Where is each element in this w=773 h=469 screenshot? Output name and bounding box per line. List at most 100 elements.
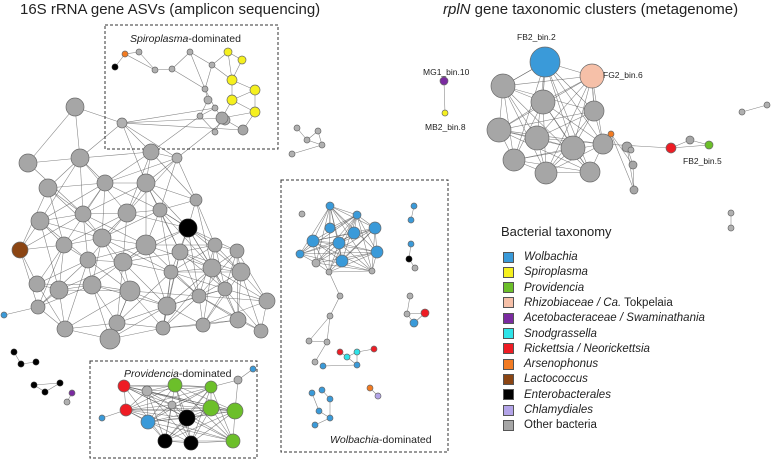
- network-node: [407, 240, 415, 248]
- network-node: [411, 264, 419, 272]
- network-edge: [291, 144, 323, 155]
- network-node: [335, 254, 349, 268]
- network-node: [119, 403, 133, 417]
- network-edge: [121, 117, 223, 124]
- network-edge: [147, 386, 212, 423]
- network-node: [30, 299, 46, 315]
- network-node: [171, 152, 183, 164]
- network-edge: [145, 182, 189, 229]
- legend-title: Bacterial taxonomy: [501, 224, 612, 239]
- network-edge: [502, 75, 593, 87]
- network-edge: [236, 250, 239, 321]
- network-edge: [150, 115, 201, 153]
- network-node: [627, 146, 635, 154]
- providencia-box-label: Providencia-dominated: [124, 368, 231, 380]
- rpln-gene-name: rplN: [443, 1, 471, 18]
- legend-label: Providencia: [524, 281, 585, 294]
- wolbachia-cluster-box: [280, 179, 449, 453]
- network-edge: [129, 290, 200, 297]
- network-edge: [236, 250, 268, 302]
- legend-label: Snodgrassella: [524, 327, 597, 340]
- amplicon-panel-title: 16S rRNA gene ASVs (amplicon sequencing): [20, 1, 321, 18]
- network-node: [490, 73, 516, 99]
- network-node: [119, 280, 141, 302]
- network-node: [237, 124, 249, 136]
- network-node: [17, 360, 25, 368]
- network-node: [370, 345, 378, 353]
- network-edge: [513, 61, 546, 161]
- network-edge: [328, 251, 378, 273]
- network-node: [98, 414, 106, 422]
- legend-item: Arsenophonus: [503, 357, 598, 371]
- network-edge: [138, 51, 156, 71]
- network-edge: [308, 315, 331, 342]
- legend-swatch: [503, 343, 514, 355]
- network-node: [178, 218, 198, 238]
- network-node: [727, 209, 735, 217]
- network-edge: [211, 267, 268, 302]
- network-edge: [36, 283, 66, 330]
- network-node: [249, 106, 261, 118]
- network-node: [163, 264, 179, 280]
- network-node: [326, 395, 334, 403]
- network-node: [113, 252, 133, 272]
- network-node: [403, 310, 411, 318]
- network-edge: [47, 187, 65, 246]
- network-edge: [328, 205, 331, 273]
- network-node: [229, 311, 247, 329]
- network-node: [217, 281, 233, 297]
- network-edge: [63, 212, 128, 246]
- node-label-fb2-bin2: FB2_bin.2: [517, 32, 556, 42]
- metagenome-panel-title: rplN gene taxonomic clusters (metagenome…: [443, 1, 738, 18]
- network-node: [38, 178, 58, 198]
- network-node: [151, 66, 159, 74]
- network-edge: [312, 227, 376, 242]
- network-node: [68, 389, 76, 397]
- network-edge: [179, 251, 226, 290]
- network-node: [56, 379, 64, 387]
- network-edge: [195, 199, 213, 269]
- network-node: [579, 63, 605, 89]
- network-node: [140, 414, 156, 430]
- node-label-mb2-bin8: MB2_bin.8: [425, 122, 466, 132]
- wolbachia-suffix: -dominated: [379, 434, 432, 446]
- network-edge: [176, 157, 197, 201]
- network-edge: [199, 115, 216, 133]
- network-edge: [356, 214, 373, 272]
- network-node: [738, 108, 746, 116]
- network-edge: [37, 244, 65, 308]
- legend-swatch: [503, 404, 514, 416]
- network-edge: [104, 182, 161, 211]
- network-node: [332, 236, 346, 250]
- network-edge: [498, 129, 591, 173]
- network-node: [191, 288, 207, 304]
- network-edge: [240, 271, 262, 332]
- network-edge: [171, 68, 206, 90]
- legend-item: Enterobacterales: [503, 388, 611, 402]
- network-node: [231, 262, 251, 282]
- legend-item: Chlamydiales: [503, 403, 593, 417]
- network-node: [30, 211, 50, 231]
- network-node: [324, 222, 336, 234]
- network-edge: [338, 242, 373, 272]
- network-node: [226, 402, 244, 420]
- legend-label: Rickettsia / Neorickettsia: [524, 342, 650, 355]
- network-node: [167, 377, 183, 393]
- network-node: [253, 323, 269, 339]
- legend-swatch: [503, 419, 514, 431]
- network-edge: [162, 267, 213, 329]
- network-node: [141, 385, 153, 397]
- node-label-mg1-bin10: MG1_bin.10: [423, 67, 470, 77]
- node-label-fb2-bin5: FB2_bin.5: [683, 156, 722, 166]
- network-node: [121, 50, 129, 58]
- wolbachia-genus: Wolbachia: [330, 434, 380, 446]
- network-edge: [542, 101, 591, 173]
- network-edge: [312, 205, 331, 242]
- network-edge: [147, 384, 176, 423]
- network-node: [665, 142, 677, 154]
- network-edge: [109, 305, 168, 340]
- legend-label: Enterobacterales: [524, 388, 611, 401]
- legend-item: Acetobacteraceae / Swaminathania: [503, 311, 705, 325]
